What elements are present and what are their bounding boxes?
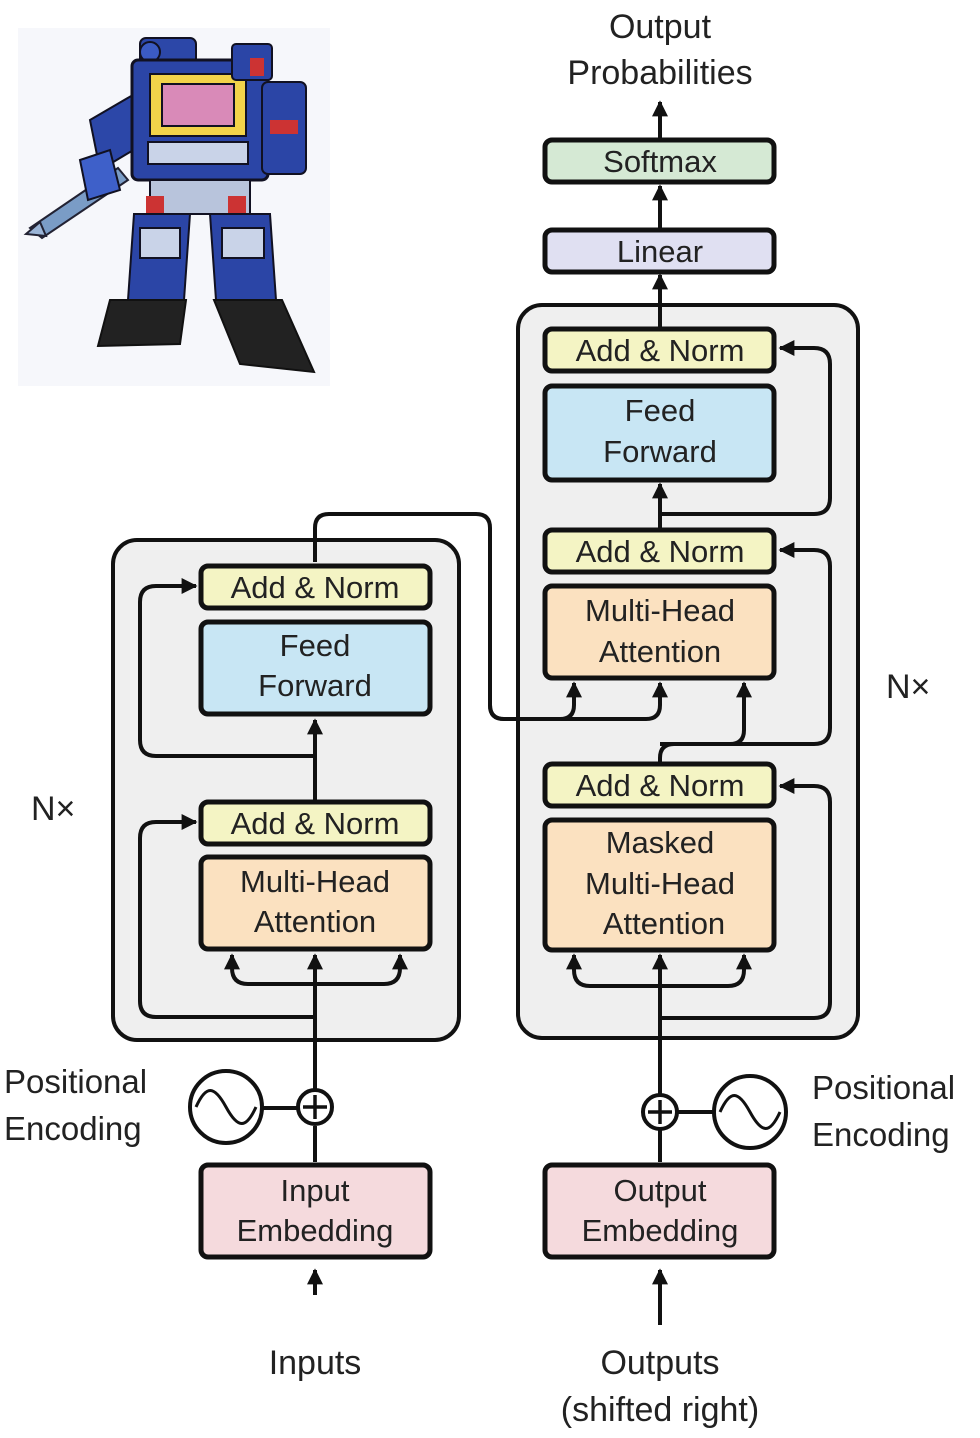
input-embedding-label-1: Input [281, 1173, 350, 1208]
decoder-masked-attention-label-1: Masked [606, 825, 715, 860]
inputs-label: Inputs [269, 1344, 362, 1382]
decoder-add-norm-middle: Add & Norm [542, 527, 777, 575]
softmax-block: Softmax [542, 137, 777, 185]
encoder-positional-label-1: Positional [4, 1063, 147, 1100]
decoder-repeat-label: N× [886, 668, 930, 706]
output-embedding: Output Embedding [542, 1162, 777, 1260]
encoder-add-norm-bottom-label: Add & Norm [231, 806, 400, 841]
decoder-cross-attention-label-1: Multi-Head [585, 593, 735, 628]
softmax-label: Softmax [603, 144, 717, 179]
encoder-add-icon [296, 1088, 334, 1126]
outputs-label-1: Outputs [600, 1344, 719, 1382]
decoder-masked-attention-label-3: Attention [603, 906, 725, 941]
decoder-feed-forward: Feed Forward [542, 383, 777, 483]
decoder-add-norm-top: Add & Norm [542, 326, 777, 374]
decoder-positional-encoding: Positional Encoding [712, 1069, 955, 1153]
connections [138, 100, 832, 1325]
encoder-feed-forward-label-2: Forward [258, 668, 372, 703]
output-probabilities-label-1: Output [609, 8, 712, 46]
output-embedding-label-2: Embedding [582, 1213, 739, 1248]
encoder-add-norm-bottom: Add & Norm [198, 799, 433, 847]
encoder-feed-forward: Feed Forward [198, 619, 433, 717]
encoder-add-norm-top: Add & Norm [198, 563, 433, 611]
input-embedding-label-2: Embedding [237, 1213, 394, 1248]
decoder-cross-attention-label-2: Attention [599, 634, 721, 669]
decoder-masked-attention-label-2: Multi-Head [585, 866, 735, 901]
outputs-label-2: (shifted right) [561, 1391, 759, 1429]
decoder-feed-forward-label-2: Forward [603, 434, 717, 469]
encoder-attention-label-2: Attention [254, 904, 376, 939]
output-probabilities-label-2: Probabilities [567, 54, 752, 92]
decoder-positional-label-1: Positional [812, 1069, 955, 1106]
decoder-masked-attention: Masked Multi-Head Attention [542, 817, 777, 953]
encoder-multi-head-attention: Multi-Head Attention [198, 854, 433, 952]
encoder-add-norm-top-label: Add & Norm [231, 570, 400, 605]
encoder-feed-forward-label-1: Feed [280, 628, 351, 663]
robot-illustration [18, 28, 330, 386]
decoder-add-norm-top-label: Add & Norm [576, 333, 745, 368]
encoder-stack [111, 538, 461, 1042]
output-embedding-label-1: Output [613, 1173, 706, 1208]
linear-block: Linear [542, 227, 777, 275]
decoder-add-norm-bottom-label: Add & Norm [576, 768, 745, 803]
decoder-feed-forward-label-1: Feed [625, 393, 696, 428]
decoder-positional-label-2: Encoding [812, 1116, 950, 1153]
encoder-positional-label-2: Encoding [4, 1110, 142, 1147]
decoder-add-norm-middle-label: Add & Norm [576, 534, 745, 569]
linear-label: Linear [617, 234, 703, 269]
decoder-add-icon [641, 1093, 679, 1131]
encoder-repeat-label: N× [31, 790, 75, 828]
encoder-attention-label-1: Multi-Head [240, 864, 390, 899]
decoder-cross-attention: Multi-Head Attention [542, 583, 777, 681]
decoder-add-norm-bottom: Add & Norm [542, 761, 777, 809]
encoder-positional-encoding: Positional Encoding [4, 1063, 264, 1147]
input-embedding: Input Embedding [198, 1162, 433, 1260]
